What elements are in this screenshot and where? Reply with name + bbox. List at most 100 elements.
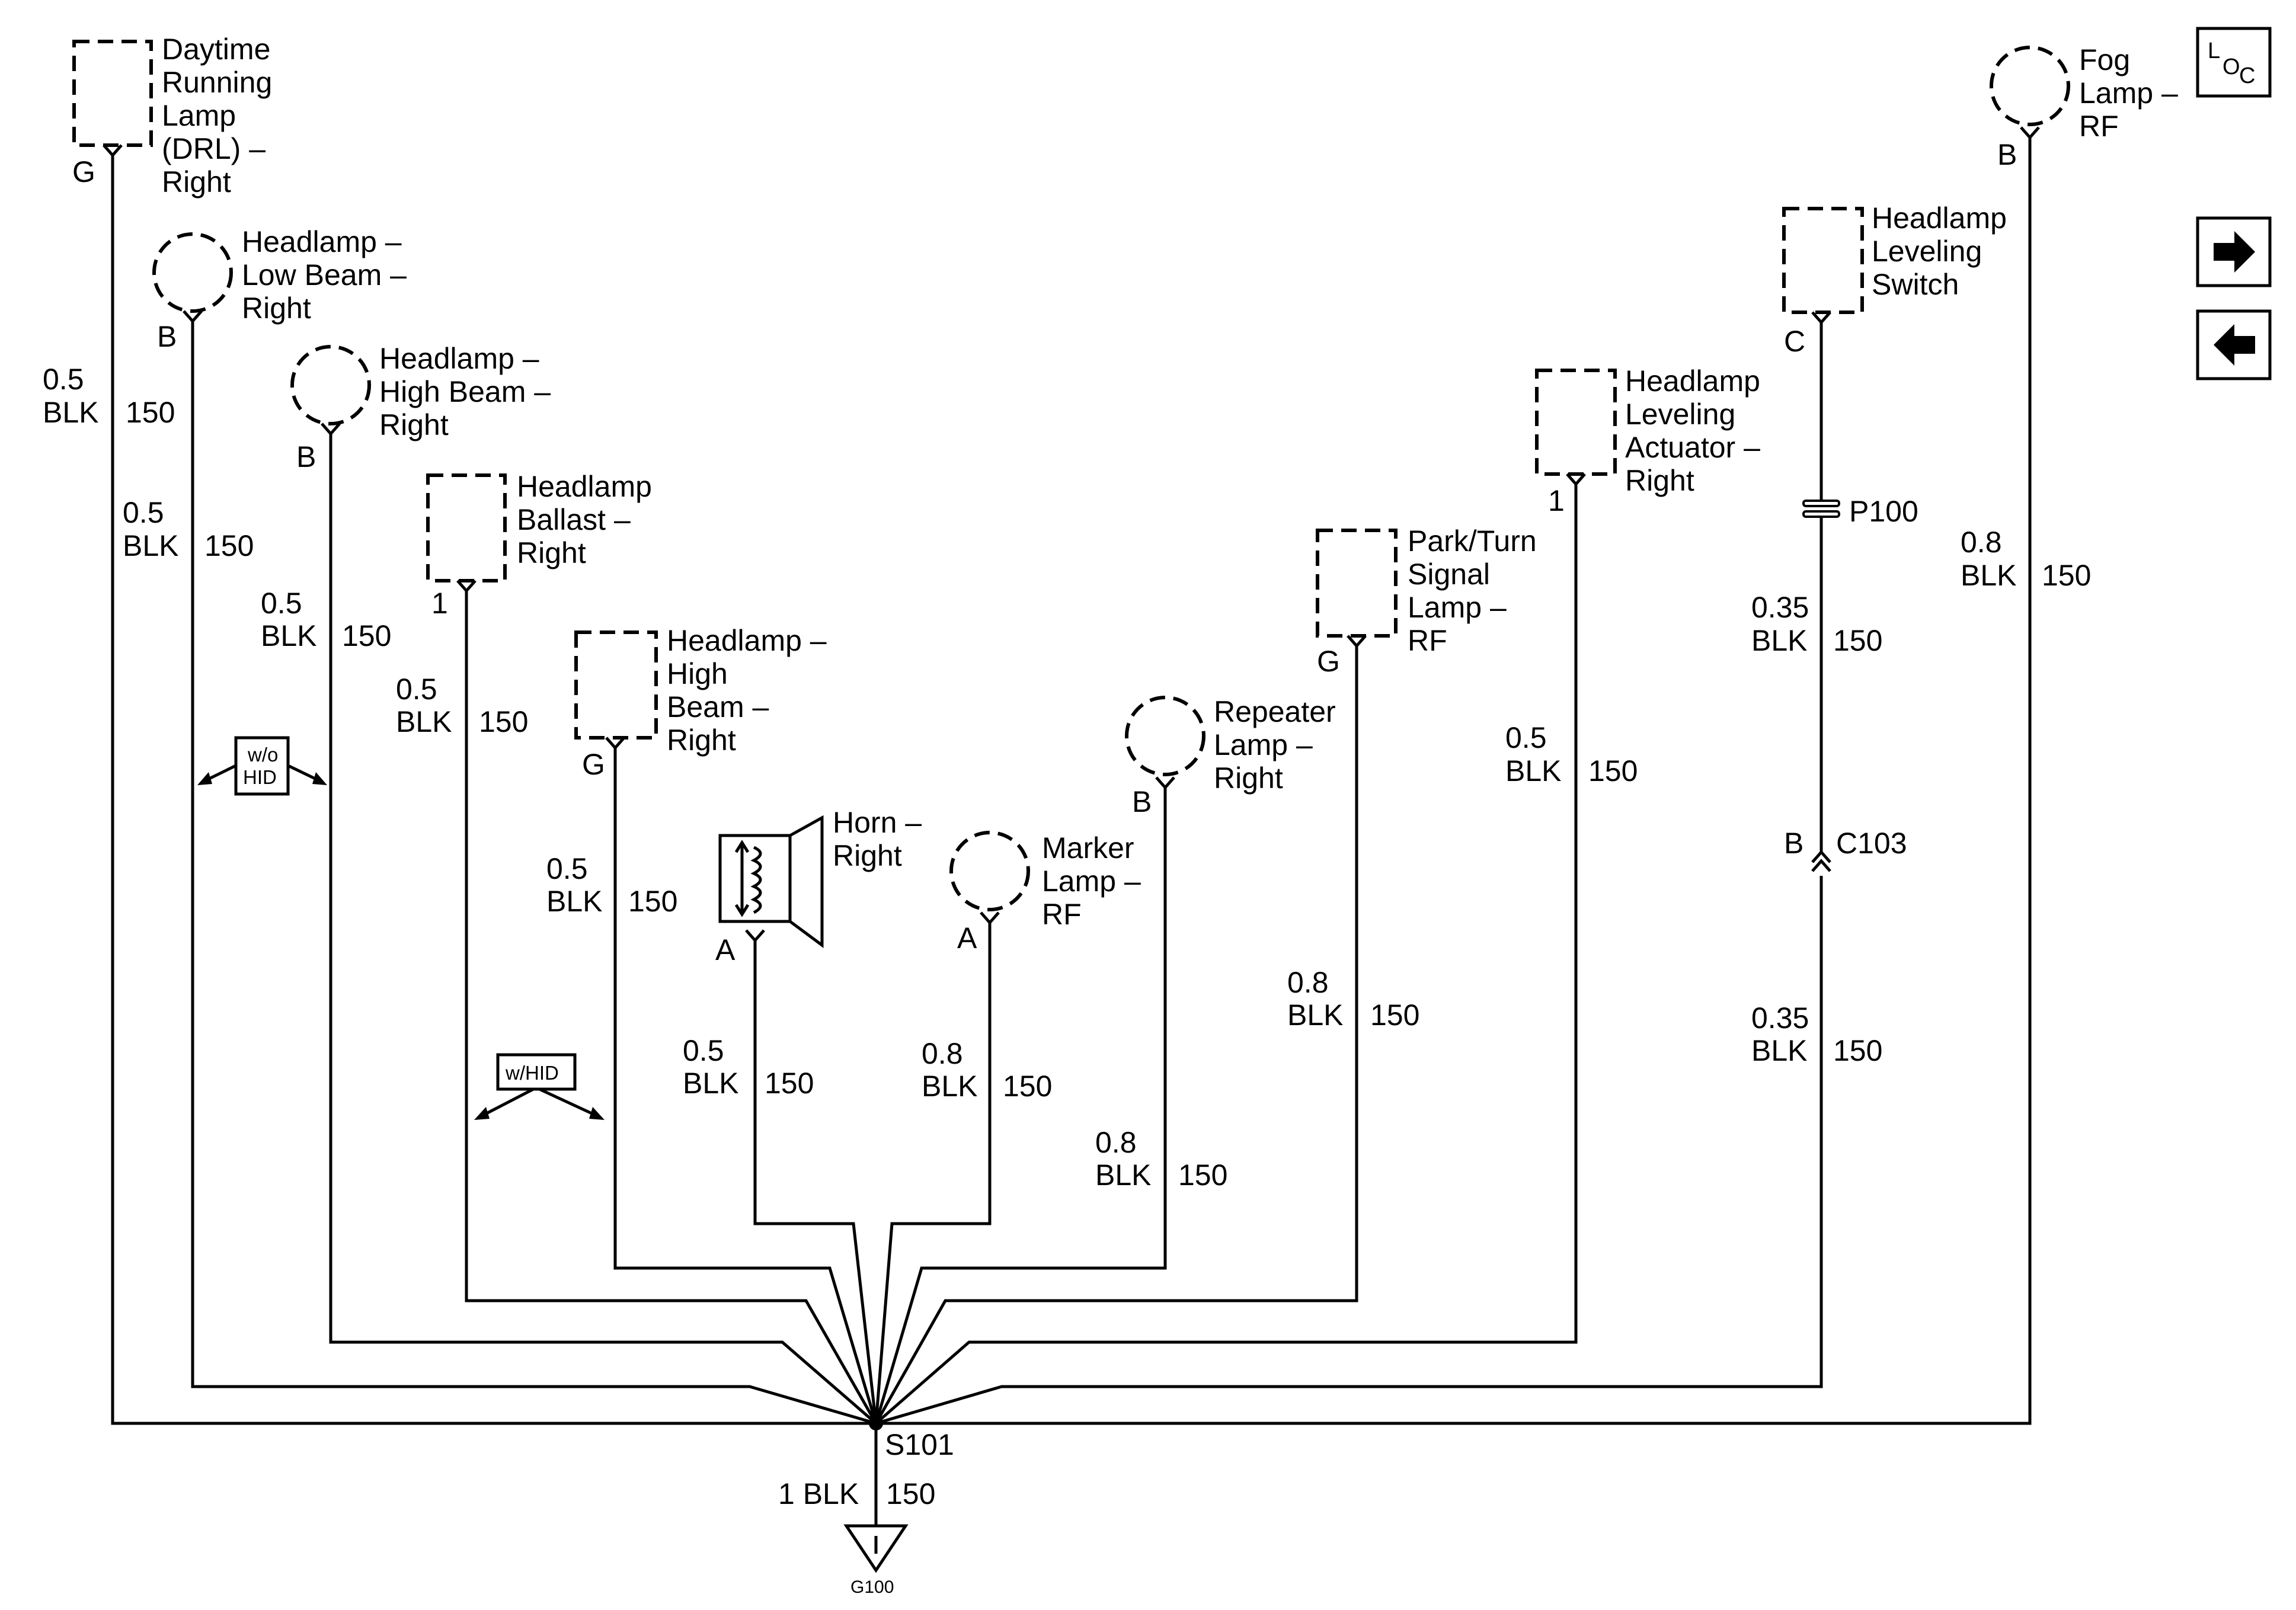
component-leveling-actuator: 1 Headlamp Leveling Actuator – Right (1535, 364, 1769, 517)
wires (111, 145, 2032, 1526)
connector-p100: P100 (1802, 495, 1918, 528)
wire-ballast-color: BLK (396, 705, 452, 738)
wire-repeater-color: BLK (1095, 1158, 1152, 1192)
wire-ground-gauge-color: 1 BLK (778, 1477, 859, 1510)
prev-page-button[interactable] (2196, 309, 2272, 380)
component-marker: A Marker Lamp – RF (949, 831, 1149, 955)
option-without-hid: w/o HID (197, 736, 327, 796)
leveling-actuator-label: Headlamp Leveling Actuator – Right (1625, 364, 1769, 497)
c103-pin: B (1784, 827, 1803, 860)
loc-c: C (2239, 63, 2255, 88)
component-high-beam-1: B Headlamp – High Beam – Right (290, 342, 559, 473)
ground-g100: G100 (843, 1524, 909, 1597)
component-high-beam-2: G Headlamp – High Beam – Right (574, 624, 835, 781)
wire-repeater (874, 795, 1167, 1424)
component-park-turn: G Park/Turn Signal Lamp – RF (1316, 524, 1545, 678)
wire-marker-color: BLK (922, 1070, 978, 1103)
park-turn-label: Park/Turn Signal Lamp – RF (1408, 524, 1545, 657)
wire-repeater-circuit: 150 (1178, 1158, 1227, 1192)
wire-fog-gauge: 0.8 (1961, 526, 2002, 559)
wire-leveling-switch-lower-gauge: 0.35 (1751, 1001, 1809, 1035)
wire-high-beam-1 (329, 441, 877, 1425)
wire-low-beam-gauge: 0.5 (123, 496, 164, 529)
arrow-left-icon (2214, 324, 2255, 366)
wire-high-beam-2-color: BLK (546, 885, 603, 918)
low-beam-label: Headlamp – Low Beam – Right (242, 225, 415, 325)
loc-icon[interactable]: L O C (2196, 27, 2272, 98)
marker-label: Marker Lamp – RF (1042, 831, 1149, 931)
wire-leveling-actuator (875, 492, 1578, 1425)
high-beam-1-pin: B (296, 440, 316, 473)
fog-label: Fog Lamp – RF (2079, 43, 2186, 143)
splice-label: S101 (885, 1428, 954, 1461)
wire-low-beam-circuit: 150 (204, 529, 254, 562)
loc-l: L (2208, 39, 2220, 63)
high-beam-2-label: Headlamp – High Beam – Right (667, 624, 835, 757)
wire-low-beam (191, 329, 877, 1425)
leveling-switch-pin: C (1784, 325, 1805, 358)
wire-leveling-actuator-gauge: 0.5 (1505, 721, 1547, 754)
next-page-button[interactable] (2196, 216, 2272, 287)
wire-horn-circuit: 150 (765, 1067, 814, 1100)
drl-pin: G (72, 155, 95, 188)
wire-horn-color: BLK (683, 1067, 739, 1100)
wire-horn-gauge: 0.5 (683, 1034, 724, 1067)
wire-leveling-actuator-circuit: 150 (1588, 754, 1638, 788)
ground-label: G100 (850, 1577, 894, 1597)
wire-labels: 0.5 BLK 150 0.5 BLK 150 0.5 BLK 150 0.5 … (43, 363, 2091, 1510)
option-with-hid: w/HID (474, 1053, 605, 1120)
wire-ballast-circuit: 150 (479, 705, 528, 738)
wire-leveling-switch-upper-color: BLK (1751, 624, 1808, 657)
high-beam-1-label: Headlamp – High Beam – Right (379, 342, 559, 441)
marker-pin: A (957, 921, 977, 955)
low-beam-pin: B (157, 320, 177, 353)
splice-s101: S101 (869, 1416, 954, 1461)
with-hid-label: w/HID (505, 1062, 559, 1084)
wire-ballast-gauge: 0.5 (396, 673, 437, 706)
c103-label: C103 (1836, 827, 1907, 860)
wire-marker (874, 930, 992, 1424)
wire-ground-circuit: 150 (886, 1477, 935, 1510)
wire-ballast (465, 598, 878, 1425)
wire-high-beam-2-circuit: 150 (628, 885, 677, 918)
p100-label: P100 (1849, 495, 1918, 528)
component-fog-lamp: B Fog Lamp – RF (1990, 43, 2186, 171)
wire-leveling-actuator-color: BLK (1505, 754, 1562, 788)
wire-park-turn-gauge: 0.8 (1287, 966, 1329, 999)
wire-fog-circuit: 150 (2042, 559, 2091, 592)
wire-repeater-gauge: 0.8 (1095, 1126, 1137, 1159)
wire-high-beam-2 (613, 756, 878, 1424)
wire-fog-color: BLK (1961, 559, 2017, 592)
wire-high-beam-1-circuit: 150 (342, 619, 391, 652)
wire-high-beam-1-color: BLK (261, 619, 317, 652)
wire-marker-gauge: 0.8 (922, 1037, 963, 1070)
wire-high-beam-1-gauge: 0.5 (261, 587, 302, 620)
without-hid-line-1: w/o (247, 744, 278, 766)
repeater-pin: B (1132, 785, 1152, 818)
wire-drl (111, 163, 876, 1425)
wire-park-turn-circuit: 150 (1370, 998, 1419, 1032)
loc-o: O (2223, 55, 2240, 79)
component-ballast: 1 Headlamp Ballast – Right (426, 470, 652, 620)
wire-leveling-switch-upper-circuit: 150 (1833, 624, 1882, 657)
repeater-label: Repeater Lamp – Right (1214, 695, 1344, 795)
wire-fog (876, 145, 2032, 1425)
leveling-actuator-pin: 1 (1548, 484, 1565, 517)
drl-label: Daytime Running Lamp (DRL) – Right (162, 33, 280, 199)
wire-leveling-switch (875, 330, 1823, 1425)
connector-c103: B C103 (1784, 827, 1907, 872)
wire-leveling-switch-upper-gauge: 0.35 (1751, 591, 1809, 624)
component-low-beam: B Headlamp – Low Beam – Right (152, 225, 415, 353)
without-hid-line-2: HID (243, 766, 277, 788)
arrow-right-icon (2214, 231, 2255, 273)
high-beam-2-pin: G (582, 748, 605, 781)
leveling-switch-label: Headlamp Leveling Switch (1872, 201, 2015, 301)
component-drl: G Daytime Running Lamp (DRL) – Right (72, 33, 280, 199)
wire-park-turn (874, 654, 1358, 1425)
wire-drl-color: BLK (43, 396, 99, 429)
wire-low-beam-color: BLK (123, 529, 179, 562)
component-horn: A Horn – Right (715, 806, 922, 966)
ballast-pin: 1 (431, 587, 448, 620)
wire-drl-circuit: 150 (126, 396, 175, 429)
